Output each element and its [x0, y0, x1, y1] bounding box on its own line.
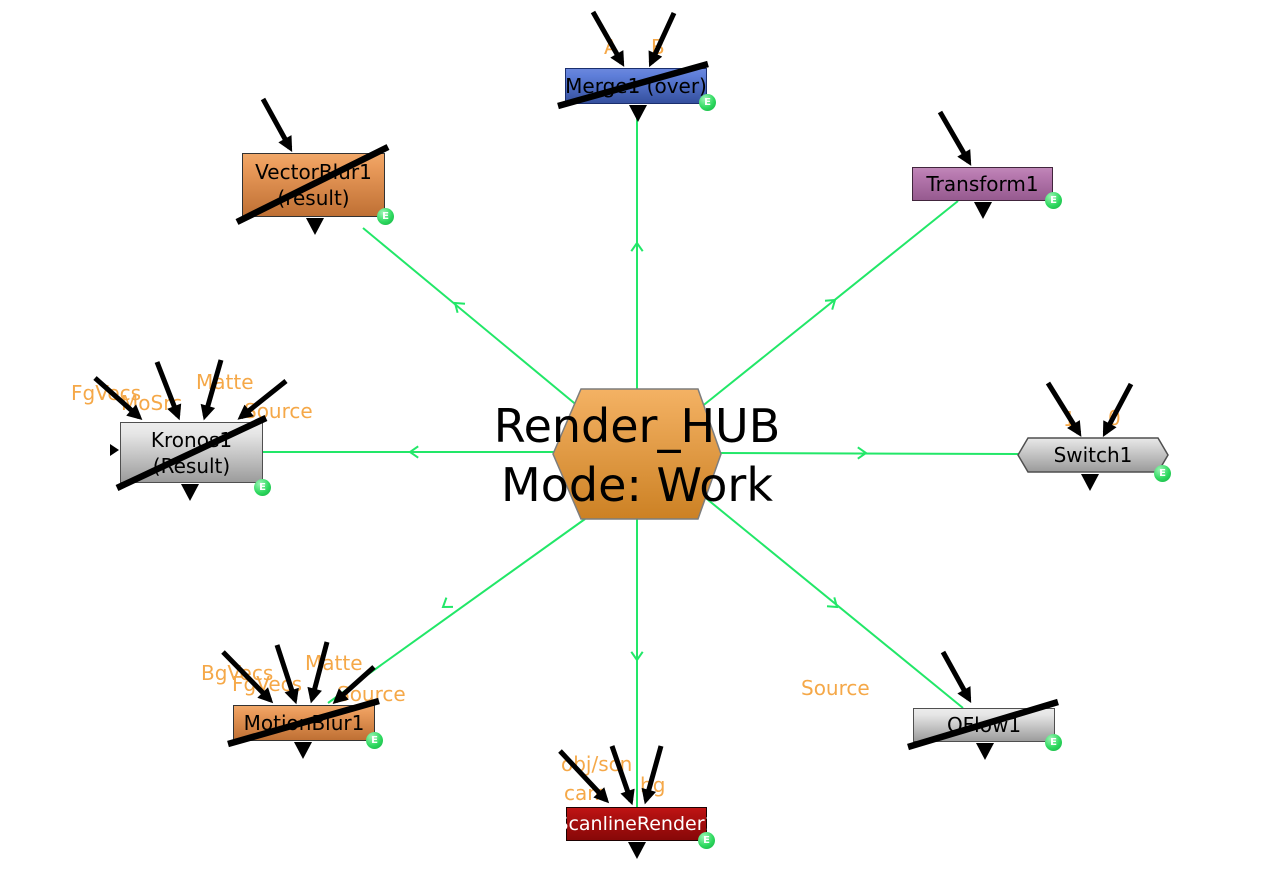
input-label-scanlinerender1-objscn: obj/scn: [561, 752, 633, 776]
node-label: Switch1: [1053, 443, 1133, 467]
badge-letter: E: [259, 482, 266, 493]
input-label-switch1-1: 1: [1063, 407, 1076, 431]
wire-direction-arrow-icon: [441, 597, 454, 609]
wire-hub-to-vectorblur1[interactable]: [362, 227, 586, 413]
node-motionblur1[interactable]: MotionBlur1: [233, 705, 375, 741]
input-label-motionblur1-source: Source: [337, 682, 406, 706]
input-label-switch1-0: 0: [1108, 406, 1121, 430]
expression-badge-switch1: E: [1154, 465, 1171, 482]
node-switch1[interactable]: Switch1: [1018, 438, 1168, 472]
expression-badge-transform1: E: [1045, 192, 1062, 209]
badge-letter: E: [703, 835, 710, 846]
wire-direction-arrow-icon: [453, 301, 466, 313]
badge-letter: E: [1050, 195, 1057, 206]
input-label-scanlinerender1-bg: bg: [640, 773, 666, 797]
wire-direction-arrow-icon: [824, 298, 837, 310]
wire-hub-to-transform1[interactable]: [694, 200, 959, 413]
input-label-kronos1-matte: Matte: [196, 370, 254, 394]
badge-letter: E: [1159, 468, 1166, 479]
wire-direction-arrow-icon: [630, 651, 644, 662]
wire-direction-arrow-icon: [630, 241, 644, 252]
node-label: MotionBlur1: [243, 711, 365, 735]
input-label-scanlinerender1-cam: cam: [564, 781, 607, 805]
node-label: Transform1: [926, 172, 1039, 196]
node-kronos1[interactable]: Kronos1 (Result): [120, 422, 263, 483]
expression-badge-scanlinerender1: E: [698, 832, 715, 849]
node-label: Kronos1: [150, 427, 233, 452]
render-hub-node[interactable]: Render_HUB Mode: Work: [457, 397, 817, 515]
node-sublabel: (Result): [152, 453, 231, 478]
input-label-motionblur1-fgvecs: FgVecs: [232, 672, 303, 696]
expression-badge-vectorblur1: E: [377, 208, 394, 225]
wire-hub-to-switch1[interactable]: [718, 452, 1020, 455]
node-merge1[interactable]: Merge1 (over): [565, 68, 707, 104]
node-scanlinerender1[interactable]: ScanlineRender1: [556, 807, 717, 841]
hub-title: Render_HUB: [493, 399, 781, 453]
input-label-merge1-b: B: [651, 35, 665, 59]
badge-letter: E: [704, 97, 711, 108]
node-label: OFlow1: [946, 713, 1022, 737]
wire-direction-arrow-icon: [408, 445, 419, 459]
node-sublabel: (result): [277, 186, 350, 210]
node-transform1[interactable]: Transform1: [912, 167, 1053, 201]
node-vectorblur1[interactable]: VectorBlur1 (result): [242, 153, 385, 217]
wire-direction-arrow-icon: [826, 597, 839, 609]
input-label-kronos1-source: Source: [244, 399, 313, 423]
expression-badge-kronos1: E: [254, 479, 271, 496]
render-hub-node-shape[interactable]: [552, 388, 722, 520]
node-label: Merge1 (over): [565, 74, 707, 98]
badge-letter: E: [1050, 737, 1057, 748]
input-label-merge1-a: A: [604, 35, 618, 59]
wire-direction-arrow-icon: [857, 446, 868, 460]
switch1-node-shape[interactable]: [1017, 437, 1169, 473]
wire-hub-to-oflow1[interactable]: [690, 485, 964, 709]
hub-mode-text: Mode: Work: [501, 458, 773, 512]
expression-badge-merge1: E: [699, 94, 716, 111]
expression-badge-oflow1: E: [1045, 734, 1062, 751]
input-label-oflow1-source: Source: [801, 676, 870, 700]
node-oflow1[interactable]: OFlow1: [913, 708, 1055, 742]
badge-letter: E: [382, 211, 389, 222]
node-label: ScanlineRender1: [556, 813, 717, 835]
input-label-motionblur1-matte: Matte: [305, 651, 363, 675]
node-label: VectorBlur1: [255, 160, 372, 184]
badge-letter: E: [371, 735, 378, 746]
input-label-kronos1-mosrc: MoSrc: [121, 391, 182, 415]
expression-badge-motionblur1: E: [366, 732, 383, 749]
